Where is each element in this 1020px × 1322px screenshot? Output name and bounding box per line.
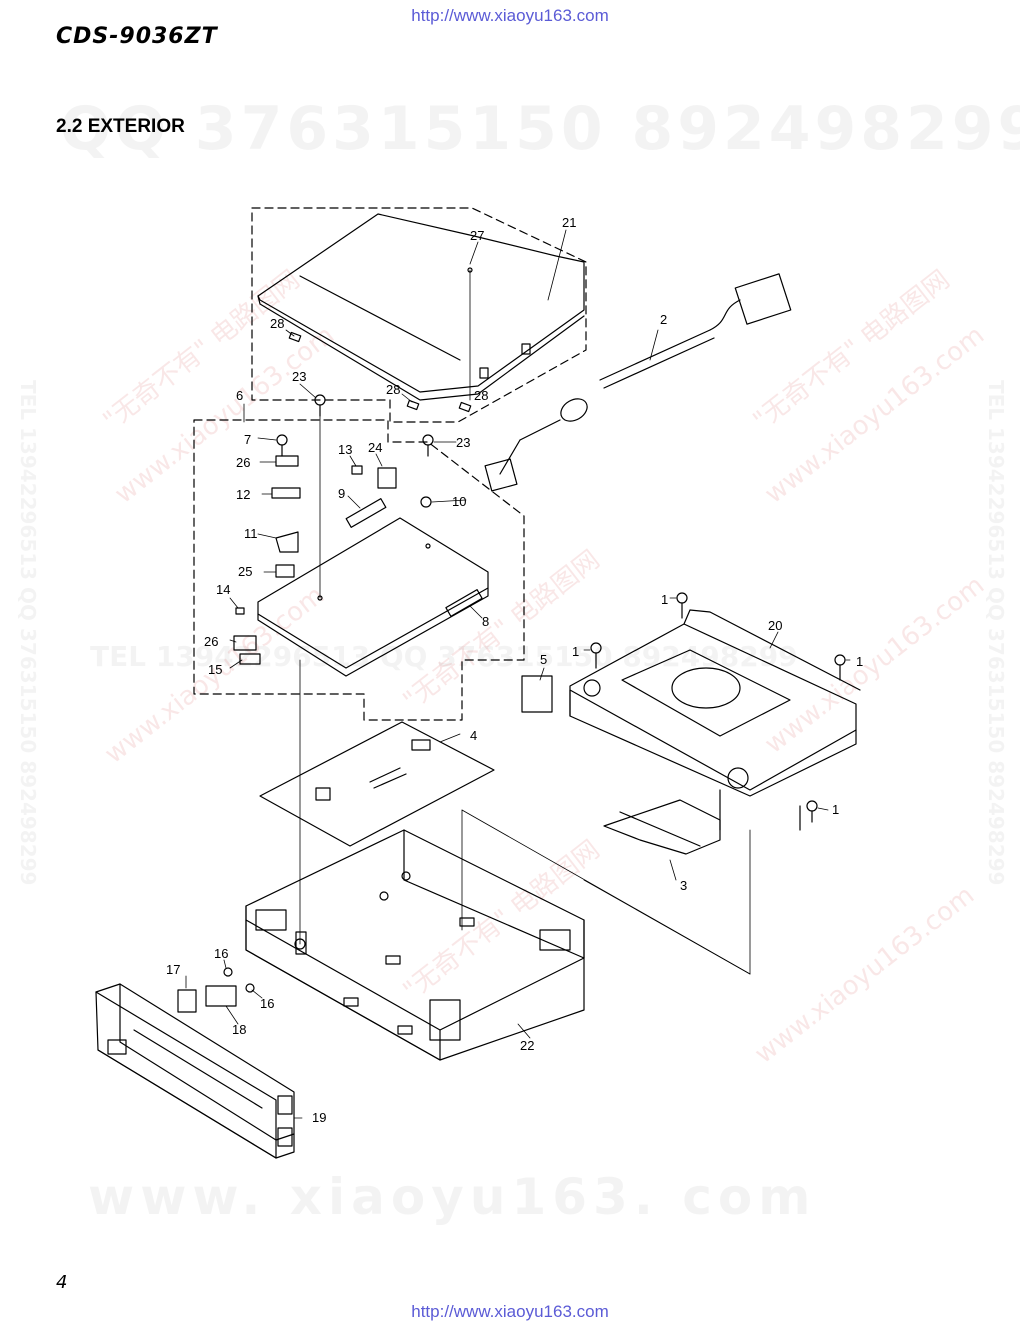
part-callouts: 1 1 1 1 2 3 4 5 6 7 8 9 10 11 12 13 14 1…: [166, 215, 863, 1125]
callout-17: 17: [166, 962, 180, 977]
cable-assembly: [484, 273, 792, 492]
callout-16a: 16: [214, 946, 228, 961]
callout-27: 27: [470, 228, 484, 243]
callout-19: 19: [312, 1110, 326, 1125]
callout-6: 6: [236, 388, 243, 403]
watermark-qq: QQ 376315150 892498299: [60, 94, 1020, 164]
callout-1d: 1: [832, 802, 839, 817]
callout-23b: 23: [456, 435, 470, 450]
callout-3: 3: [680, 878, 687, 893]
leader-lines: [185, 229, 851, 1119]
dashed-boundary-main-board: [193, 419, 525, 721]
source-url-top[interactable]: http://www.xiaoyu163.com: [411, 6, 609, 25]
model-number: CDS-9036ZT: [56, 24, 218, 49]
callout-9: 9: [338, 486, 345, 501]
watermark-www: www. xiaoyu163. com: [88, 1168, 816, 1226]
callout-12: 12: [236, 487, 250, 502]
button-parts: [177, 967, 255, 1013]
callout-18: 18: [232, 1022, 246, 1037]
callout-21: 21: [562, 215, 576, 230]
watermark-side-left: TEL 13942296513 QQ 376315150 892498299: [16, 380, 40, 885]
cd-mechanism: [569, 609, 861, 831]
callout-4: 4: [470, 728, 477, 743]
insulator-sheet: [259, 721, 495, 847]
callout-10: 10: [452, 494, 466, 509]
callout-20: 20: [768, 618, 782, 633]
callout-28c: 28: [474, 388, 488, 403]
callout-1c: 1: [856, 654, 863, 669]
callout-1a: 1: [661, 592, 668, 607]
page-number: 4: [56, 1272, 68, 1293]
callout-13: 13: [338, 442, 352, 457]
callout-15: 15: [208, 662, 222, 677]
callout-23a: 23: [292, 369, 306, 384]
flat-cable: [603, 799, 721, 855]
screws: [590, 592, 846, 823]
section-title: 2.2 EXTERIOR: [56, 116, 185, 137]
callout-5: 5: [540, 652, 547, 667]
callout-1b: 1: [572, 644, 579, 659]
chassis: [245, 659, 585, 1061]
callout-28a: 28: [270, 316, 284, 331]
callout-7: 7: [244, 432, 251, 447]
top-cover: [257, 213, 585, 413]
source-url-bottom[interactable]: http://www.xiaoyu163.com: [411, 1302, 609, 1321]
watermark-side-right: TEL 13942296513 QQ 376315150 892498299: [984, 380, 1008, 885]
front-panel: [95, 983, 295, 1159]
callout-28b: 28: [386, 382, 400, 397]
watermark-tel: TEL 13942296513 QQ 376315150 892498299: [90, 640, 798, 673]
callout-26a: 26: [236, 455, 250, 470]
callout-24: 24: [368, 440, 382, 455]
callout-16b: 16: [260, 996, 274, 1011]
main-pcb: [257, 467, 489, 677]
callout-11: 11: [244, 526, 258, 541]
dashed-boundary-top-cover: [251, 207, 587, 423]
callout-8: 8: [482, 614, 489, 629]
callout-2: 2: [660, 312, 667, 327]
small-parts: [233, 394, 434, 665]
connector-5: [521, 675, 553, 713]
callout-25: 25: [238, 564, 252, 579]
callout-14: 14: [216, 582, 230, 597]
callout-26b: 26: [204, 634, 218, 649]
callout-22: 22: [520, 1038, 534, 1053]
guide-lines: [461, 809, 751, 975]
